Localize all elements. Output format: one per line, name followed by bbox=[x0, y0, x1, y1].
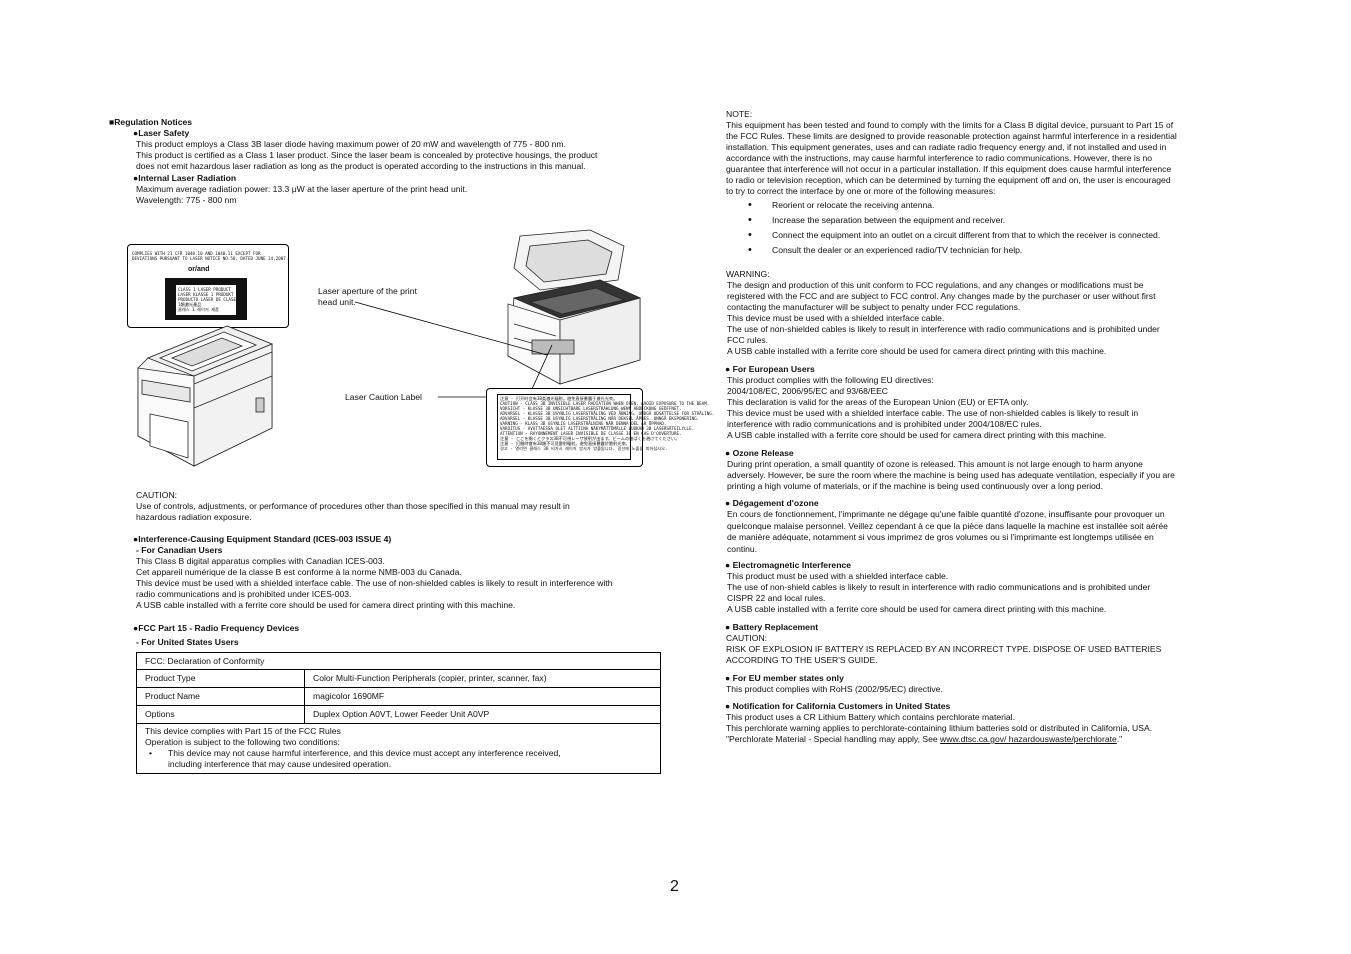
perchlorate-suffix: ." bbox=[1116, 734, 1123, 744]
list-item: •Increase the separation between the equ… bbox=[748, 214, 1006, 226]
class-line: PRODUCTO LASER DE CLASE 1 bbox=[178, 297, 242, 302]
caution-row: VARNING - KLASS 3B OSYNLIG LASERSTRÅLNIN… bbox=[500, 421, 667, 426]
measures-list: •Reorient or relocate the receiving ante… bbox=[748, 200, 1160, 260]
canadian-users-subheading: - For Canadian Users bbox=[136, 545, 223, 555]
caution-pointer-line bbox=[531, 344, 553, 390]
perchlorate-prefix: "Perchlorate Material - Special handling… bbox=[726, 734, 941, 744]
perchlorate-link[interactable]: www.dtsc.ca.gov/ hazardouswaste/perchlor… bbox=[940, 734, 1117, 744]
bullet-icon: ● bbox=[133, 623, 139, 633]
european-text: This product complies with the following… bbox=[727, 375, 1139, 440]
list-item: •Connect the equipment into an outlet on… bbox=[748, 229, 1161, 241]
class1-label: CLASS 1 LASER PRODUCT LASER KLASSE 1 PRO… bbox=[165, 278, 247, 320]
ozone-heading: ● Ozone Release bbox=[725, 448, 794, 458]
eu-states-text: This product complies with RoHS (2002/95… bbox=[726, 684, 943, 694]
or-and-text: or/and bbox=[188, 266, 210, 273]
row-label: Product Type bbox=[137, 670, 305, 687]
caution-row: 注意 - ここを開くとクラス3B不可視レーザ放射が出ます。ビームの被ばくを避けて… bbox=[500, 436, 680, 441]
emi-text: This product must be used with a shielde… bbox=[727, 571, 1151, 614]
internal-radiation-heading: ●Internal Laser Radiation bbox=[133, 173, 237, 183]
row-label: Product Name bbox=[137, 688, 305, 705]
list-item: •Reorient or relocate the receiving ante… bbox=[748, 199, 935, 211]
aperture-label: Laser aperture of the print head unit. bbox=[318, 286, 417, 307]
ices-heading: ●Interference-Causing Equipment Standard… bbox=[133, 534, 392, 544]
row-label: Options bbox=[137, 706, 305, 723]
internal-radiation-text: Maximum average radiation power: 13.3 μW… bbox=[136, 184, 468, 205]
class-line: CLASS 1 LASER PRODUCT bbox=[178, 287, 231, 292]
laser-caution-label: 注意 - 打开时会有3B类激光辐射。避免直接暴露于激光光束。 CAUTION -… bbox=[486, 388, 715, 467]
footer-bullet-line: This device may not cause harmful interf… bbox=[168, 748, 561, 758]
note-text: NOTE: This equipment has been tested and… bbox=[726, 109, 1177, 196]
list-item: •Consult the dealer or an experienced ra… bbox=[748, 244, 1023, 256]
fcc-conformity-table: FCC: Declaration of Conformity Product T… bbox=[136, 652, 661, 774]
california-text: This product uses a CR Lithium Battery w… bbox=[726, 712, 1153, 744]
caution-row: ADVARSEL - KLASSE 3B USYNLIG LASERSTRÅLI… bbox=[500, 411, 715, 416]
class-line: 1類激光產品 bbox=[178, 302, 202, 307]
table-row: Product Name magicolor 1690MF bbox=[137, 688, 660, 706]
ices-text: This Class B digital apparatus complies … bbox=[136, 556, 613, 610]
table-row: Options Duplex Option A0VT, Lower Feeder… bbox=[137, 706, 660, 724]
page-number: 2 bbox=[670, 878, 679, 895]
complies-text-1: COMPLIES WITH 21 CFR 1040.10 AND 1040.11… bbox=[132, 251, 261, 256]
square-bullet-icon: ■ bbox=[109, 117, 115, 127]
caution-label-inner: 注意 - 打开时会有3B类激光辐射。避免直接暴露于激光光束。 CAUTION -… bbox=[497, 394, 715, 460]
caution-row: CAUTION - CLASS 3B INVISIBLE LASER RADIA… bbox=[500, 401, 710, 406]
footer-line: Operation is subject to the following tw… bbox=[145, 737, 340, 747]
warning-text: The design and production of this unit c… bbox=[727, 280, 1160, 356]
us-users-subheading: - For United States Users bbox=[136, 637, 239, 647]
caution-row: ADVARSEL - KLASSE 3B USYNLIG LASERSTRÅLI… bbox=[500, 416, 700, 421]
table-footer: This device complies with Part 15 of the… bbox=[137, 724, 660, 773]
printer-open-illustration bbox=[507, 229, 642, 385]
battery-heading: ● Battery Replacement bbox=[725, 622, 819, 632]
laser-safety-heading: ●Laser Safety bbox=[133, 128, 190, 138]
bullet-icon: • bbox=[748, 244, 752, 256]
printer-closed-illustration bbox=[137, 325, 274, 467]
caution-row: ATTENTION - RAYONNEMENT LASER INVISIBLE … bbox=[500, 431, 682, 436]
footer-line: This device complies with Part 15 of the… bbox=[145, 726, 341, 736]
degagement-heading: ● Dégagement d'ozone bbox=[725, 498, 819, 508]
caution-row: VAROITUS - AVATTAESSA OLET ALTTIINA NÄKY… bbox=[500, 426, 695, 431]
caution-label-text: Laser Caution Label bbox=[345, 392, 422, 402]
eu-states-heading: ● For EU member states only bbox=[725, 673, 844, 683]
caution-row: 注意 - 打开时会有3B类激光辐射。避免直接暴露于激光光束。 bbox=[500, 396, 618, 401]
complies-text-2: DEVIATIONS PURSUANT TO LASER NOTICE NO.5… bbox=[132, 256, 289, 261]
class-line: 클래스 1 레이저 제품 bbox=[178, 307, 219, 312]
caution-row: VORSICHT - KLASSE 3B UNSICHTBARE LASERST… bbox=[500, 406, 682, 411]
european-heading: ● For European Users bbox=[725, 364, 815, 374]
bullet-icon: ● bbox=[133, 128, 139, 138]
bullet-icon: ● bbox=[133, 534, 139, 544]
warning-heading: WARNING: bbox=[726, 269, 770, 279]
aperture-leader-line bbox=[354, 301, 548, 356]
bullet-icon: • bbox=[748, 229, 752, 241]
class-line: LASER KLASSE 1 PRODUKT bbox=[178, 292, 234, 297]
caution-row: 注意 - 打開時會有3B類不可見雷射輻射。避免直接暴露於雷射光束。 bbox=[500, 441, 630, 446]
certification-label: COMPLIES WITH 21 CFR 1040.10 AND 1040.11… bbox=[127, 244, 289, 328]
regulation-notices-heading: ■Regulation Notices bbox=[109, 117, 193, 127]
caution-leader-line bbox=[438, 396, 486, 398]
row-value: magicolor 1690MF bbox=[313, 691, 385, 701]
footer-bullet: • This device may not cause harmful inte… bbox=[145, 748, 652, 770]
california-heading: ● Notification for California Customers … bbox=[725, 701, 951, 711]
emi-heading: ● Electromagnetic Interference bbox=[725, 560, 852, 570]
table-header: FCC: Declaration of Conformity bbox=[137, 653, 660, 670]
caution-text: CAUTION: Use of controls, adjustments, o… bbox=[136, 490, 570, 522]
caution-row: 경고 - 열리면 클래스 3B 비가시 레이저 방사가 방출됩니다. 광선에 노… bbox=[500, 446, 668, 451]
battery-text: CAUTION: RISK OF EXPLOSION IF BATTERY IS… bbox=[726, 633, 1162, 665]
row-value: Color Multi-Function Peripherals (copier… bbox=[313, 673, 547, 683]
bullet-icon: • bbox=[748, 199, 752, 211]
footer-bullet-line: including interference that may cause un… bbox=[168, 759, 392, 769]
bullet-icon: ● bbox=[133, 173, 139, 183]
ozone-text: During print operation, a small quantity… bbox=[727, 459, 1175, 491]
degagement-text: En cours de fonctionnement, l'imprimante… bbox=[727, 509, 1168, 554]
table-row: Product Type Color Multi-Function Periph… bbox=[137, 670, 660, 688]
bullet-icon: • bbox=[748, 214, 752, 226]
laser-safety-text: This product employs a Class 3B laser di… bbox=[136, 139, 598, 171]
fcc15-heading: ●FCC Part 15 - Radio Frequency Devices bbox=[133, 623, 300, 633]
bullet-icon: • bbox=[149, 748, 153, 758]
row-value: Duplex Option A0VT, Lower Feeder Unit A0… bbox=[313, 709, 490, 719]
